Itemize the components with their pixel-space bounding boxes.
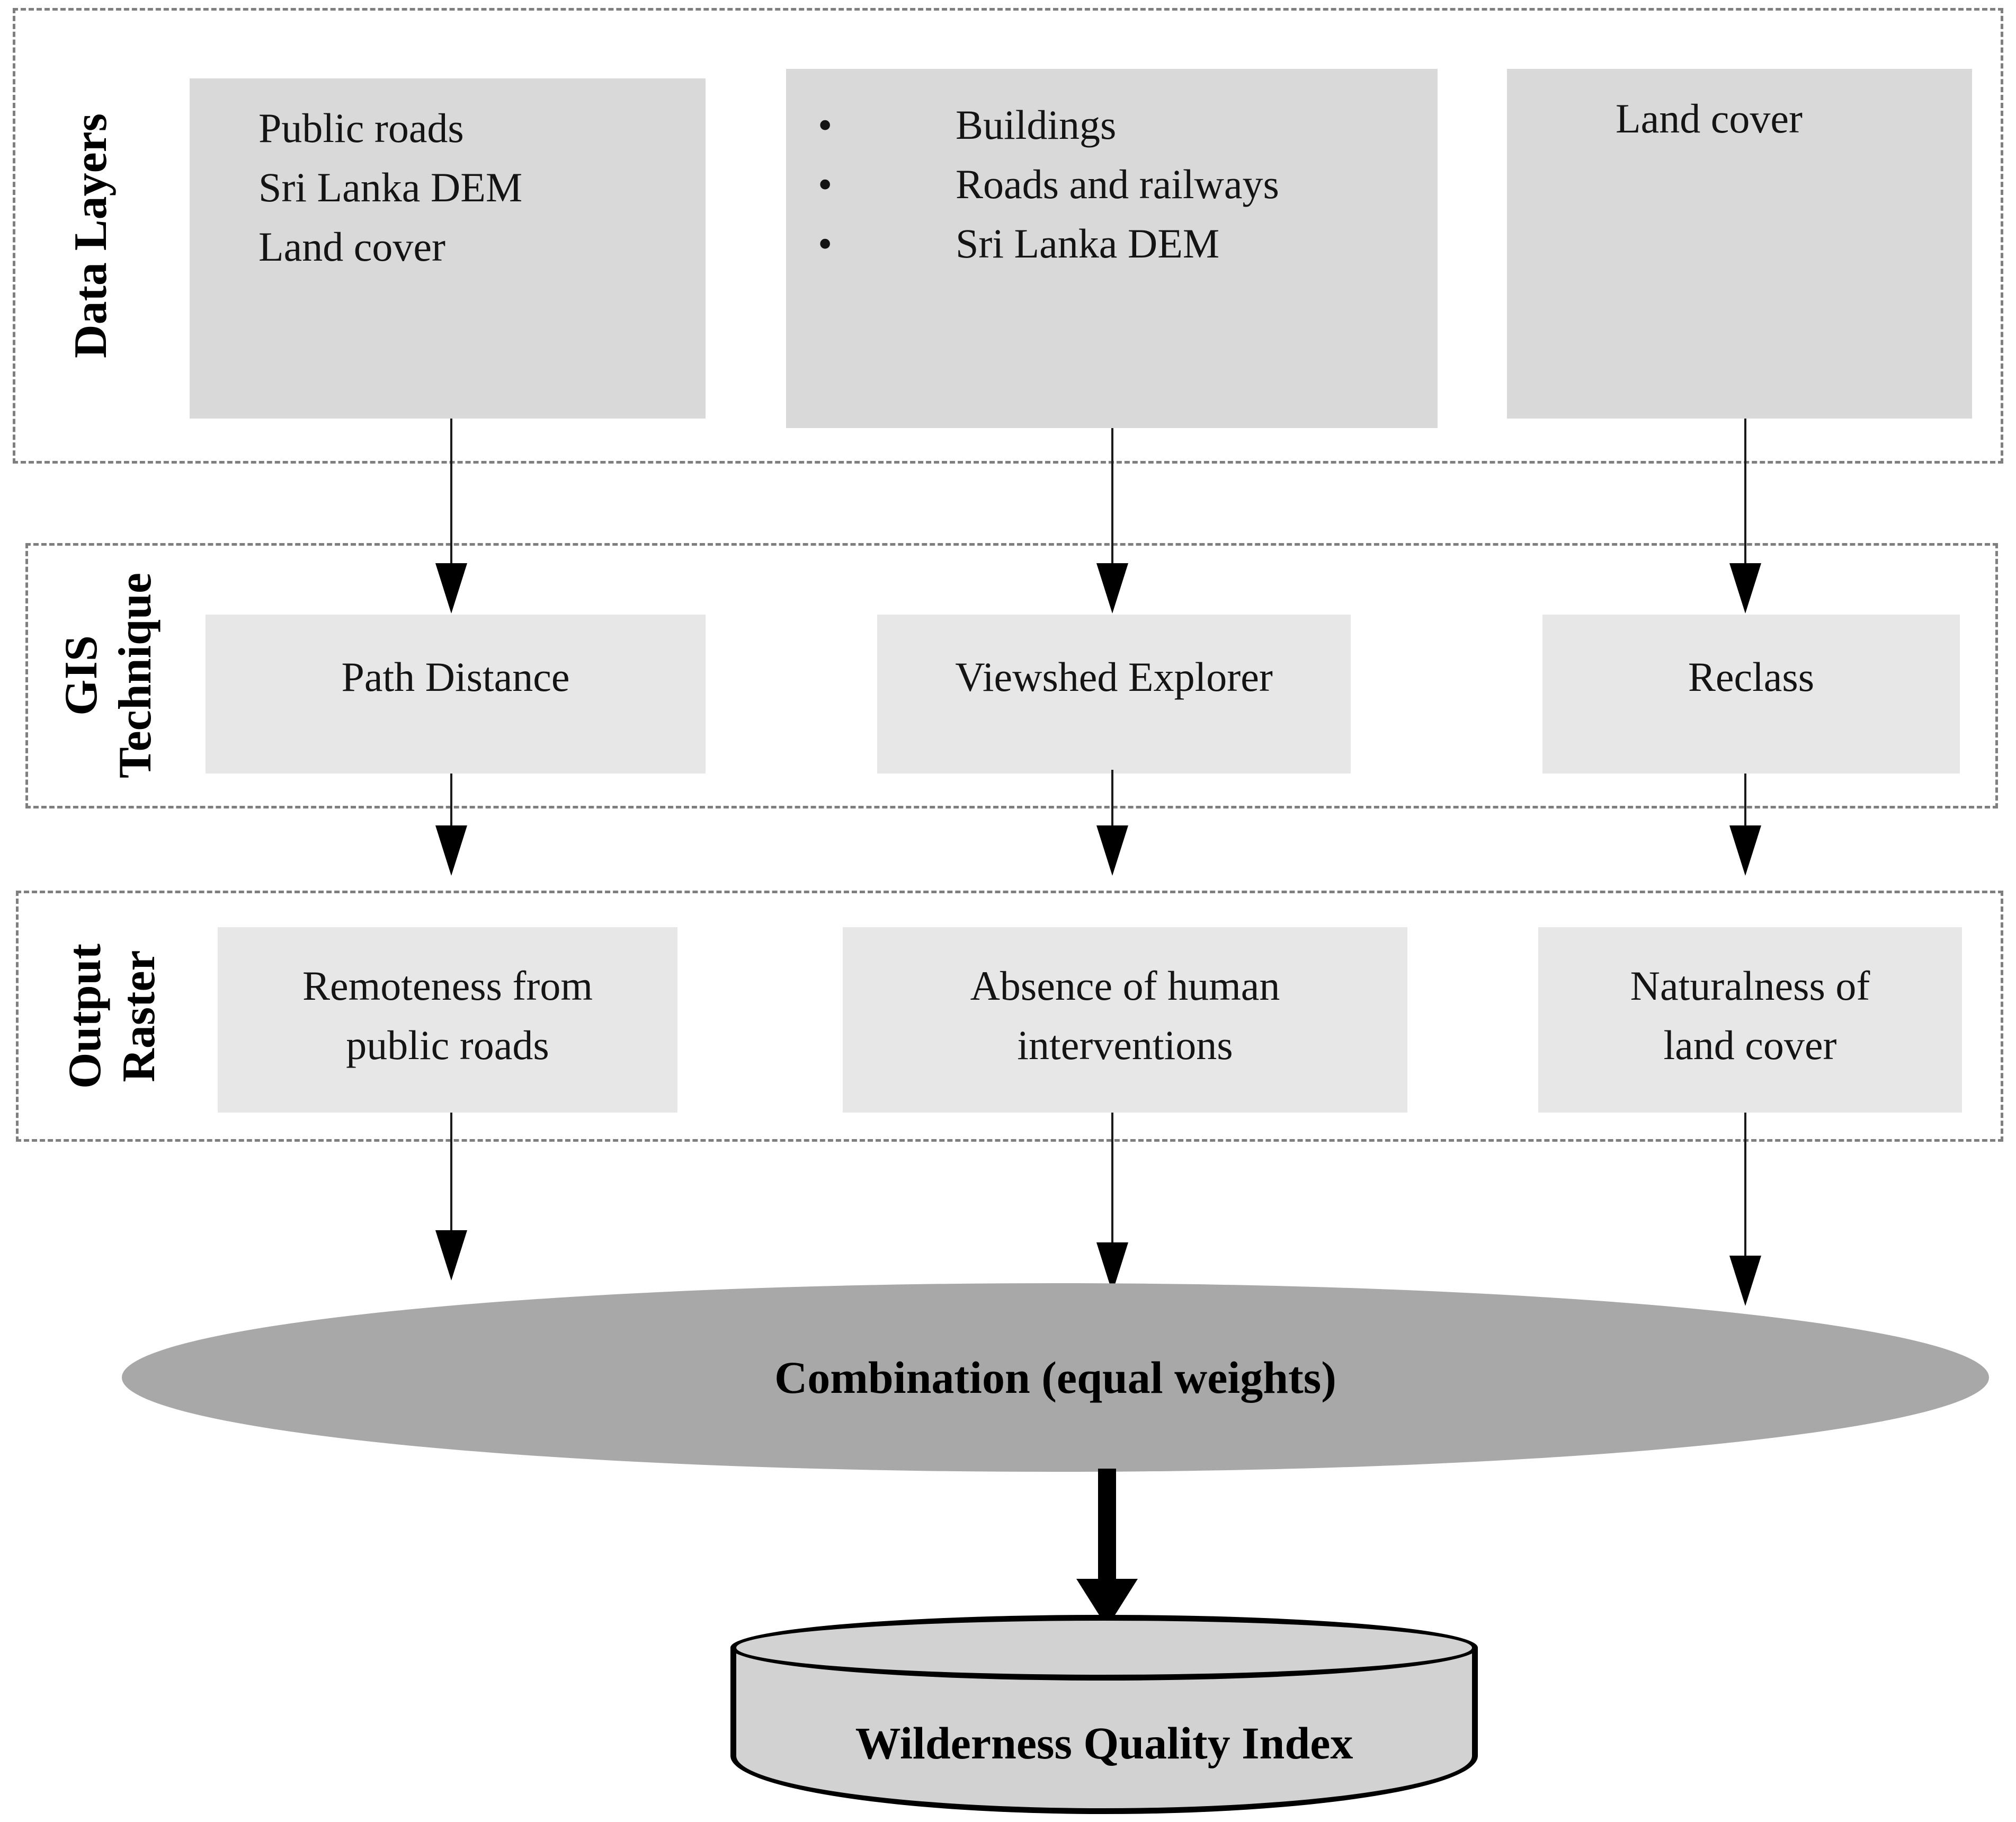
arrow-line xyxy=(1744,419,1746,567)
arrow-head-icon xyxy=(1096,825,1128,876)
box-text-line: Sri Lanka DEM xyxy=(258,164,523,210)
section-data-layers xyxy=(13,8,2003,464)
arrow-head-icon xyxy=(1729,825,1761,876)
box-text-line: Naturalness of xyxy=(1630,963,1870,1009)
bullet-icon: • xyxy=(818,161,833,207)
combination-label: Combination (equal weights) xyxy=(774,1352,1336,1403)
bullet-row: • Buildings xyxy=(786,95,1438,155)
combination-ellipse: Combination (equal weights) xyxy=(122,1283,1989,1472)
arrow-line xyxy=(1111,1113,1113,1245)
arrow-head-icon xyxy=(1096,563,1128,614)
row-label-gis-technique: GIS Technique xyxy=(55,573,163,778)
box-text-line: Roads and railways xyxy=(956,161,1279,207)
arrow-head-icon xyxy=(435,563,467,614)
box-text-line: land cover xyxy=(1663,1022,1837,1068)
arrow-line xyxy=(450,419,452,567)
row-label-line: GIS xyxy=(56,635,107,716)
thick-arrow-stem xyxy=(1098,1469,1116,1580)
data-layers-box-roads-dem-landcover: Public roads Sri Lanka DEM Land cover xyxy=(190,78,706,419)
gis-technique-box-path-distance: Path Distance xyxy=(206,615,706,774)
box-text-line: Sri Lanka DEM xyxy=(956,220,1220,266)
box-text-line: Land cover xyxy=(1616,95,1803,141)
arrow-head-icon xyxy=(435,1230,467,1281)
gis-technique-box-viewshed-explorer: Viewshed Explorer xyxy=(877,615,1351,774)
bullet-row: • Roads and railways xyxy=(786,155,1438,214)
bullet-row: • Sri Lanka DEM xyxy=(786,214,1438,273)
arrow-line xyxy=(1111,770,1113,829)
box-text-line: Remoteness from xyxy=(302,963,593,1009)
arrow-head-icon xyxy=(435,825,467,876)
box-text-line: Viewshed Explorer xyxy=(955,654,1273,700)
box-text-line: Reclass xyxy=(1688,654,1815,700)
box-text-line: Absence of human xyxy=(970,963,1280,1009)
arrow-line xyxy=(1111,428,1113,567)
row-label-output-raster: Output Raster xyxy=(58,944,166,1089)
box-text-line: Path Distance xyxy=(341,654,570,700)
arrow-line xyxy=(450,1113,452,1233)
arrow-line xyxy=(1744,1113,1746,1258)
output-raster-box-absence-human: Absence of human interventions xyxy=(843,927,1407,1113)
row-label-line: Raster xyxy=(113,950,165,1082)
box-text-line: Public roads xyxy=(258,105,464,151)
row-label-data-layers: Data Layers xyxy=(64,113,118,358)
arrow-head-icon xyxy=(1729,1256,1761,1306)
row-label-line: Output xyxy=(59,944,111,1089)
row-label-line: Technique xyxy=(110,572,161,779)
section-output-raster xyxy=(16,891,2003,1142)
box-text-line: Land cover xyxy=(258,224,445,270)
box-text-line: Buildings xyxy=(956,102,1117,148)
data-layers-box-buildings-roads-dem: • Buildings • Roads and railways • Sri L… xyxy=(786,69,1438,428)
bullet-icon: • xyxy=(818,102,833,148)
result-cylinder-top xyxy=(730,1615,1478,1681)
arrow-head-icon xyxy=(1729,563,1761,614)
box-text-line: public roads xyxy=(346,1022,549,1068)
bullet-icon: • xyxy=(818,220,833,266)
data-layers-box-landcover: Land cover xyxy=(1507,69,1972,419)
gis-technique-box-reclass: Reclass xyxy=(1542,615,1960,774)
result-label: Wilderness Quality Index xyxy=(855,1718,1353,1768)
box-text-line: interventions xyxy=(1017,1022,1233,1068)
arrow-line xyxy=(450,774,452,829)
arrow-line xyxy=(1744,774,1746,829)
output-raster-box-remoteness: Remoteness from public roads xyxy=(218,927,677,1113)
output-raster-box-naturalness: Naturalness of land cover xyxy=(1538,927,1962,1113)
row-label-line: Data Layers xyxy=(65,113,117,358)
section-gis-technique xyxy=(25,543,1998,808)
